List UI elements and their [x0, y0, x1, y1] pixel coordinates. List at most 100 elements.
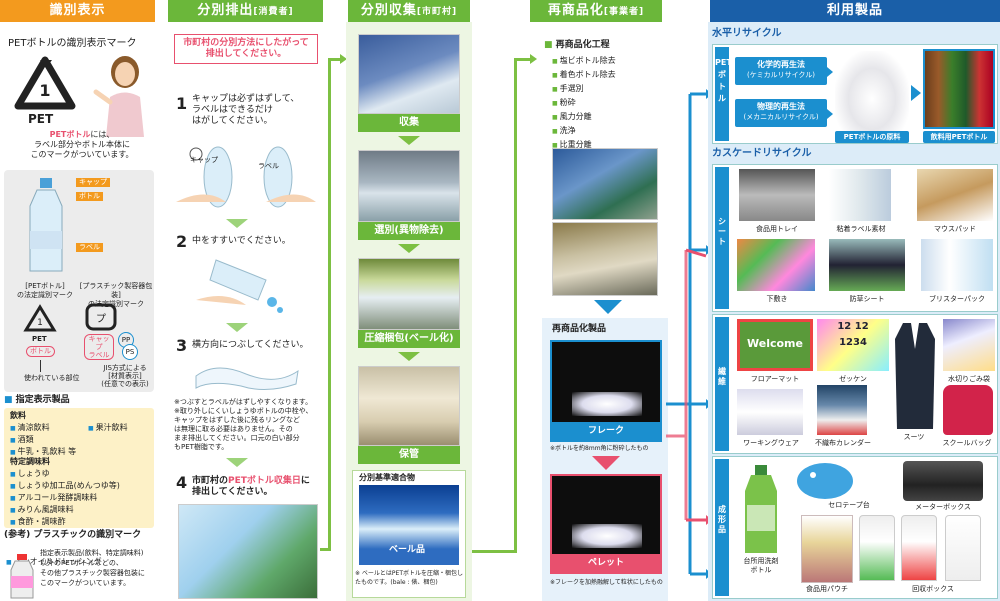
pet-mark-label: PET	[28, 112, 54, 126]
meter-box-caption: メーターボックス	[915, 503, 971, 511]
pet-small-mark-icon: 1	[23, 304, 57, 332]
process-item: ■ 粉砕	[552, 98, 576, 107]
step3-text: 横方向につぶしてください。	[192, 340, 309, 350]
raw-material-photo	[835, 51, 909, 131]
recycle-box-caption: 回収ボックス	[912, 585, 954, 593]
col-products: 水平リサイクル PETボトル 化学的再生法(ケミカルリサイクル) 物理的再生法(…	[708, 22, 1000, 601]
tape-dispenser-caption: セロテープ台	[828, 501, 870, 509]
calendar-caption: 不織布カレンダー	[815, 439, 871, 447]
pet-small: PET	[32, 335, 47, 343]
connector-2-3	[320, 548, 330, 551]
horizontal-panel: PETボトル 化学的再生法(ケミカルリサイクル) 物理的再生法(メカニカルリサイ…	[712, 44, 998, 144]
col-collection: 収集 選別(異物除去) 圧縮梱包(ベール化) 保管 分別基準適合物 ベール品 ※…	[346, 22, 472, 601]
food-tray-photo	[739, 169, 815, 221]
bib-caption: ゼッケン	[839, 375, 867, 383]
flow-arrow	[226, 219, 248, 228]
plant-photo-2	[552, 222, 658, 296]
mark-b-caption: [プラスチック製容器包装]の法定識別マーク	[79, 282, 153, 308]
drink-bottles-photo	[923, 49, 995, 129]
collection-site-photo	[178, 504, 318, 599]
underlay-caption: 下敷き	[766, 295, 788, 303]
process-item: ■ 風力分離	[552, 112, 592, 121]
arrow-head	[827, 67, 833, 77]
connector-2-3-v	[328, 58, 331, 551]
pellet-note: ※フレークを加熱融解して粒状にしたもの	[550, 579, 663, 586]
bale-note: ※ ベールとはPETボトルを圧縮・梱包したものです。(bale : 俵、梱包)	[355, 570, 464, 586]
flake-pile	[572, 392, 642, 416]
flow-arrow	[398, 352, 420, 361]
connector-line	[40, 360, 41, 372]
flow-arrows-4-5	[666, 89, 712, 579]
ref-description: 指定表示製品(飲料、特定調味料)以外のPETボトルなどの、その他プラスチック製容…	[40, 549, 145, 587]
floor-mat-caption: フロアーマット	[750, 375, 800, 383]
header-recommercialization: 再商品化[事業者]	[530, 0, 662, 22]
sheet-panel: シート 食品用トレイ 粘着ラベル素材 マウスパッド 下敷き 防草シート ブリスタ…	[712, 164, 998, 312]
step1-text: キャップは必ずはずして、ラベルはできるだけはがしてください。	[192, 94, 300, 126]
step1-illustration	[176, 146, 316, 208]
label-material-caption: 粘着ラベル素材	[836, 225, 886, 233]
standard-title: 分別基準適合物	[359, 473, 415, 482]
recycle-box-1	[859, 515, 895, 581]
svg-text:1: 1	[37, 318, 43, 328]
underlay-photo	[737, 239, 815, 291]
caption-sorting: 選別(異物除去)	[358, 222, 460, 240]
blister-caption: ブリスターパック	[929, 295, 985, 303]
connector-3-4-v	[514, 58, 517, 553]
school-bag-caption: スクールバッグ	[942, 439, 992, 447]
collection-truck-photo	[358, 34, 460, 114]
tape-dispenser-illustration	[797, 463, 853, 499]
recycle-box-2	[901, 515, 937, 581]
food-pouch-caption: 食品用パウチ	[806, 585, 848, 593]
mark-title: PETボトルの識別表示マーク	[8, 38, 137, 49]
arrow-head	[911, 85, 921, 101]
flake-photo: フレーク	[550, 340, 662, 442]
svg-text:プ: プ	[96, 313, 106, 325]
bottle-small: ボトル	[26, 346, 55, 357]
suit-illustration	[895, 323, 935, 429]
mark-description: PETボトルには、 ラベル部分やボトル本体に このマークがついています。	[30, 130, 134, 159]
arrow-head	[340, 54, 347, 64]
blue-down-arrow	[594, 300, 622, 314]
sheet-side: シート	[715, 167, 729, 309]
process-item: ■ 手選別	[552, 84, 584, 93]
molded-side: 成形品	[715, 459, 729, 596]
svg-text:1: 1	[39, 81, 50, 100]
cap-label-small: キャップラベル	[84, 334, 114, 360]
detergent-caption: 台所用洗剤ボトル	[743, 557, 779, 574]
designated-title: ■ 指定表示製品	[4, 395, 70, 405]
caption-collection: 収集	[358, 114, 460, 132]
weed-sheet-photo	[829, 239, 905, 291]
bottle-tag: ボトル	[76, 192, 103, 201]
pellet-label: ペレット	[552, 554, 660, 572]
arrow-head	[827, 109, 833, 119]
bottle-marks-panel: キャップ ボトル ラベル [PETボトル]の法定識別マーク [プラスチック製容器…	[4, 170, 154, 392]
flake-note: ※ボトルを約8mm角に粉砕したもの	[550, 445, 649, 452]
fiber-side: 繊維	[715, 317, 729, 451]
meter-box-photo	[903, 461, 983, 501]
process-item: ■ 比重分離	[552, 140, 592, 149]
sorting-photo	[358, 150, 460, 222]
step2-text: 中をすすいでください。	[192, 236, 291, 246]
drain-bag-photo	[943, 319, 995, 371]
label-tag: ラベル	[76, 243, 103, 252]
pellet-pile	[572, 524, 642, 548]
step4-number: 4	[176, 473, 188, 492]
drink-bottle-label: 飲料用PETボトル	[923, 131, 995, 143]
connector-2-3-h	[328, 58, 342, 61]
arrow-head	[530, 54, 537, 64]
mark-a-caption: [PETボトル]の法定識別マーク	[17, 282, 73, 299]
connector-3-4	[472, 550, 516, 553]
header-identification: 識別表示	[0, 0, 155, 22]
drain-bag-caption: 水切りごみ袋	[948, 375, 990, 383]
caption-storage: 保管	[358, 446, 460, 464]
dressing-note: ■ ノンオイルドレッシング	[6, 557, 102, 566]
school-bag-photo	[943, 385, 993, 435]
standard-panel: 分別基準適合物 ベール品 ※ ベールとはPETボトルを圧縮・梱包したものです。(…	[352, 470, 466, 598]
bale-label: ベール品	[389, 545, 426, 555]
pla-bottle-icon	[10, 554, 34, 599]
plant-photo-1	[552, 148, 658, 220]
step3-number: 3	[176, 336, 188, 355]
detergent-bottle-illustration	[745, 465, 777, 553]
pink-down-arrow	[592, 456, 620, 470]
